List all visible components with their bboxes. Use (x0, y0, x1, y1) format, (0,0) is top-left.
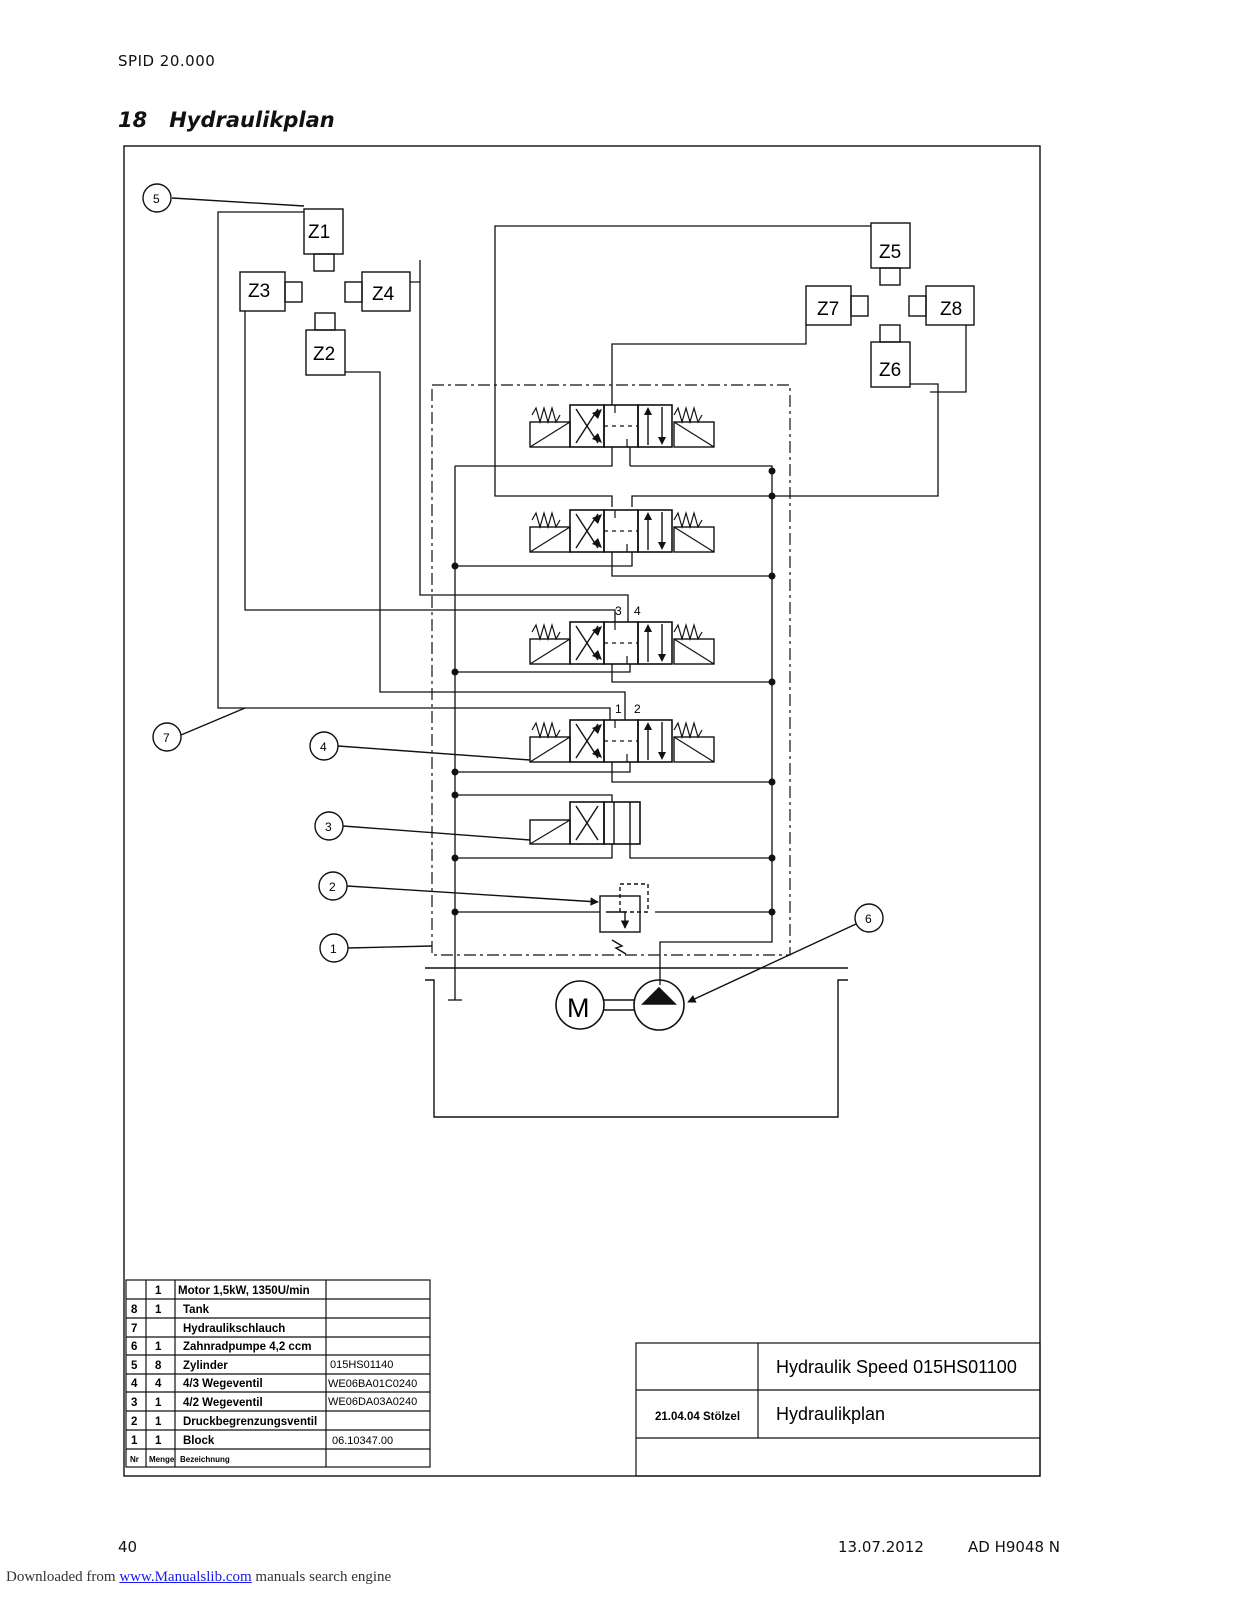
row9-code: 06.10347.00 (332, 1435, 393, 1447)
directional-valve-4-3-d (529, 719, 715, 763)
row7-qty: 1 (155, 1397, 162, 1409)
title-block (635, 1342, 1041, 1477)
pump-symbol (633, 979, 685, 1031)
row2-qty: 1 (155, 1304, 162, 1316)
drawing-frame (123, 145, 1041, 1477)
document-id: SPID 20.000 (118, 52, 216, 70)
row8-nr: 2 (131, 1416, 137, 1428)
row6-nr: 4 (131, 1378, 138, 1390)
port-label-4: 4 (634, 604, 641, 618)
callout-2 (318, 871, 348, 901)
callout-7-label: 7 (163, 731, 170, 745)
row8-name: Druckbegrenzungsventil (183, 1416, 317, 1428)
label-z3: Z3 (248, 281, 270, 302)
row9-nr: 1 (131, 1435, 138, 1447)
row1-qty: 1 (155, 1285, 162, 1297)
motor-pump (555, 979, 685, 1031)
row8-qty: 1 (155, 1416, 162, 1428)
row1-name: Motor 1,5kW, 1350U/min (178, 1285, 310, 1297)
callout-5 (142, 183, 172, 213)
callout-2-label: 2 (329, 880, 336, 894)
pressure-relief-valve (599, 883, 649, 955)
label-z4: Z4 (372, 284, 395, 305)
row6-qty: 4 (155, 1378, 162, 1390)
header-qty: Menge (149, 1455, 175, 1464)
label-z6: Z6 (879, 360, 901, 381)
row7-name: 4/2 Wegeventil (183, 1397, 263, 1409)
row6-code: WE06BA01C0240 (328, 1378, 417, 1390)
row9-qty: 1 (155, 1435, 162, 1447)
section-title: Hydraulikplan (169, 108, 335, 132)
label-z2: Z2 (313, 344, 335, 365)
motor-symbol (555, 980, 605, 1030)
row5-code: 015HS01140 (330, 1359, 393, 1371)
row2-name: Tank (183, 1304, 210, 1316)
manualslib-link[interactable]: www.Manualslib.com (119, 1569, 252, 1585)
motor-label: M (567, 993, 590, 1023)
section-heading: 18 Hydraulikplan (118, 108, 335, 132)
section-number: 18 (118, 108, 148, 132)
callout-3 (314, 811, 344, 841)
callout-4-label: 4 (320, 740, 327, 754)
port-label-3: 3 (615, 604, 622, 618)
label-z5: Z5 (879, 242, 901, 263)
row5-nr: 5 (131, 1360, 138, 1372)
footer-date: 13.07.2012 (838, 1538, 924, 1556)
junction-dots (451, 467, 776, 916)
header-nr: Nr (130, 1455, 139, 1464)
tank (425, 967, 848, 1118)
row4-name: Zahnradpumpe 4,2 ccm (183, 1341, 311, 1353)
row7-code: WE06DA03A0240 (328, 1396, 417, 1408)
title-block-product: Hydraulik Speed 015HS01100 (776, 1357, 1017, 1377)
download-prefix: Downloaded from (6, 1569, 116, 1585)
callout-1 (319, 933, 349, 963)
callout-6-label: 6 (865, 912, 872, 926)
directional-valve-4-3-a (529, 404, 715, 448)
title-block-date-author: 21.04.04 Stölzel (655, 1411, 740, 1423)
row7-nr: 3 (131, 1397, 137, 1409)
port-label-2: 2 (634, 702, 641, 716)
callout-5-label: 5 (153, 192, 160, 206)
row5-qty: 8 (155, 1360, 162, 1372)
row4-nr: 6 (131, 1341, 137, 1353)
row2-nr: 8 (131, 1304, 138, 1316)
cylinder-group-left (239, 208, 411, 376)
directional-valve-4-3-c (529, 621, 715, 665)
download-note: Downloaded from www.Manualslib.com manua… (6, 1569, 391, 1586)
row3-name: Hydraulikschlauch (183, 1323, 285, 1335)
row5-name: Zylinder (183, 1360, 228, 1372)
callout-1-label: 1 (330, 942, 337, 956)
page-number: 40 (118, 1538, 138, 1556)
callout-3-label: 3 (325, 820, 332, 834)
row4-qty: 1 (155, 1341, 162, 1353)
callout-6 (854, 903, 884, 933)
label-z7: Z7 (817, 299, 839, 320)
cylinder-group-right (805, 222, 975, 388)
label-z1: Z1 (308, 222, 330, 243)
row3-nr: 7 (131, 1323, 137, 1335)
row6-name: 4/3 Wegeventil (183, 1378, 263, 1390)
directional-valve-4-2 (529, 801, 641, 845)
download-suffix: manuals search engine (251, 1569, 392, 1585)
callout-7 (152, 722, 182, 752)
title-block-drawing-title: Hydraulikplan (776, 1404, 885, 1424)
block-outline (431, 384, 791, 956)
callouts (142, 183, 884, 1003)
directional-valve-4-3-b (529, 509, 715, 553)
footer-doc-ref: AD H9048 N (968, 1538, 1061, 1556)
callout-4 (309, 731, 339, 761)
port-label-1: 1 (615, 702, 622, 716)
row9-name: Block (183, 1435, 215, 1447)
header-name: Bezeichnung (180, 1455, 230, 1464)
parts-table (125, 1279, 431, 1468)
label-z8: Z8 (940, 299, 962, 320)
